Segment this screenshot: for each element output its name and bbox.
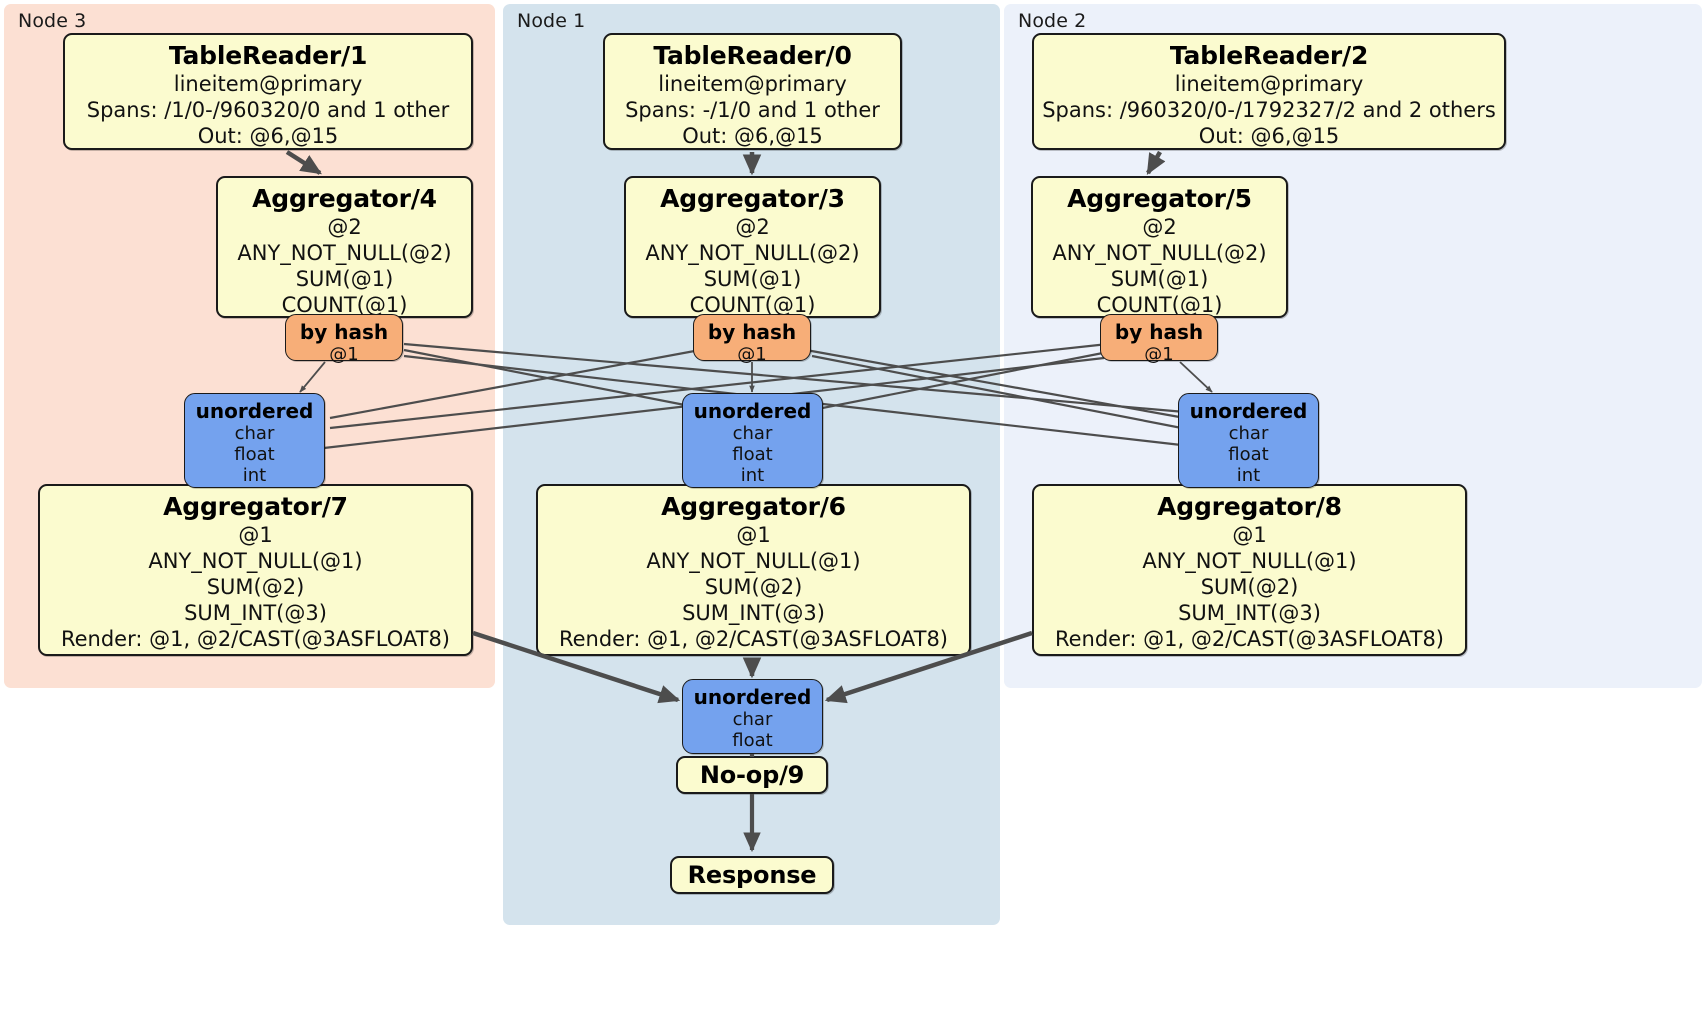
processor-title: Aggregator/8 [1157, 492, 1342, 521]
synchronizer-unordered-node3[interactable]: unordered char float int [184, 393, 325, 488]
processor-aggregator-7[interactable]: Aggregator/7 @1 ANY_NOT_NULL(@1) SUM(@2)… [38, 484, 473, 656]
processor-detail-line: SUM(@2) [206, 575, 305, 599]
processor-detail-line: lineitem@primary [173, 72, 363, 96]
processor-table-reader-0[interactable]: TableReader/0 lineitem@primary Spans: -/… [603, 33, 902, 150]
synchronizer-type-line: float [234, 444, 275, 465]
synchronizer-title: unordered [1189, 399, 1308, 423]
synchronizer-type-line: int [1236, 465, 1261, 486]
processor-title: TableReader/1 [168, 41, 368, 70]
router-detail-line: @1 [1144, 344, 1174, 365]
processor-aggregator-3[interactable]: Aggregator/3 @2 ANY_NOT_NULL(@2) SUM(@1)… [624, 176, 881, 318]
node-panel-label-node3: Node 3 [18, 10, 87, 32]
processor-detail-line: Out: @6,@15 [682, 124, 823, 148]
router-title: by hash [707, 320, 797, 344]
router-title: by hash [299, 320, 389, 344]
processor-detail-line: SUM(@1) [1110, 267, 1209, 291]
processor-title: Aggregator/5 [1067, 184, 1252, 213]
processor-render-line: Render: @1, @2/CAST(@3ASFLOAT8) [60, 627, 451, 651]
processor-detail-line: @1 [1232, 523, 1267, 547]
synchronizer-title: unordered [693, 685, 812, 709]
processor-detail-line: COUNT(@1) [689, 293, 816, 317]
processor-detail-line: lineitem@primary [1174, 72, 1364, 96]
synchronizer-title: unordered [195, 399, 314, 423]
synchronizer-type-line: char [1228, 423, 1269, 444]
synchronizer-type-line: int [242, 465, 267, 486]
processor-detail-line: @2 [327, 215, 362, 239]
node-panel-label-node1: Node 1 [517, 10, 586, 32]
processor-detail-line: SUM_INT(@3) [682, 601, 825, 625]
processor-title: Response [687, 861, 817, 889]
node-panel-label-node2: Node 2 [1018, 10, 1087, 32]
processor-aggregator-6[interactable]: Aggregator/6 @1 ANY_NOT_NULL(@1) SUM(@2)… [536, 484, 971, 656]
router-title: by hash [1114, 320, 1204, 344]
processor-detail-line: @2 [735, 215, 770, 239]
router-by-hash-node2[interactable]: by hash @1 [1100, 314, 1218, 365]
processor-table-reader-1[interactable]: TableReader/1 lineitem@primary Spans: /1… [63, 33, 473, 150]
processor-aggregator-8[interactable]: Aggregator/8 @1 ANY_NOT_NULL(@1) SUM(@2)… [1032, 484, 1467, 656]
processor-detail-line: Spans: -/1/0 and 1 other [625, 98, 880, 122]
processor-title: Aggregator/3 [660, 184, 845, 213]
processor-detail-line: SUM(@1) [295, 267, 394, 291]
processor-detail-line: SUM_INT(@3) [184, 601, 327, 625]
processor-table-reader-2[interactable]: TableReader/2 lineitem@primary Spans: /9… [1032, 33, 1506, 150]
processor-detail-line: @2 [1142, 215, 1177, 239]
processor-aggregator-5[interactable]: Aggregator/5 @2 ANY_NOT_NULL(@2) SUM(@1)… [1031, 176, 1288, 318]
processor-detail-line: SUM(@1) [703, 267, 802, 291]
processor-title: No-op/9 [699, 761, 805, 789]
router-by-hash-node1[interactable]: by hash @1 [693, 314, 811, 365]
processor-title: TableReader/0 [653, 41, 852, 70]
processor-detail-line: COUNT(@1) [1096, 293, 1223, 317]
processor-detail-line: @1 [238, 523, 273, 547]
router-detail-line: @1 [329, 344, 359, 365]
processor-render-line: Render: @1, @2/CAST(@3ASFLOAT8) [1054, 627, 1445, 651]
synchronizer-type-line: float [732, 730, 773, 751]
synchronizer-unordered-node2[interactable]: unordered char float int [1178, 393, 1319, 488]
processor-response[interactable]: Response [670, 856, 834, 894]
processor-title: TableReader/2 [1169, 41, 1369, 70]
processor-detail-line: ANY_NOT_NULL(@2) [645, 241, 860, 265]
processor-detail-line: SUM(@2) [1200, 575, 1299, 599]
processor-title: Aggregator/7 [163, 492, 348, 521]
processor-detail-line: lineitem@primary [658, 72, 847, 96]
processor-render-line: Render: @1, @2/CAST(@3ASFLOAT8) [558, 627, 949, 651]
router-detail-line: @1 [737, 344, 767, 365]
synchronizer-type-line: char [234, 423, 275, 444]
processor-title: Aggregator/6 [661, 492, 846, 521]
synchronizer-type-line: float [732, 444, 773, 465]
processor-detail-line: ANY_NOT_NULL(@2) [1052, 241, 1267, 265]
processor-detail-line: ANY_NOT_NULL(@2) [237, 241, 452, 265]
synchronizer-unordered-final[interactable]: unordered char float [682, 679, 823, 754]
processor-detail-line: Out: @6,@15 [1198, 124, 1340, 148]
synchronizer-type-line: char [732, 709, 773, 730]
synchronizer-type-line: float [1228, 444, 1269, 465]
processor-no-op-9[interactable]: No-op/9 [676, 756, 828, 794]
processor-detail-line: ANY_NOT_NULL(@1) [148, 549, 363, 573]
processor-detail-line: Out: @6,@15 [197, 124, 339, 148]
processor-detail-line: @1 [736, 523, 771, 547]
router-by-hash-node3[interactable]: by hash @1 [285, 314, 403, 365]
synchronizer-title: unordered [693, 399, 812, 423]
processor-title: Aggregator/4 [252, 184, 437, 213]
processor-detail-line: Spans: /1/0-/960320/0 and 1 other [86, 98, 450, 122]
processor-detail-line: COUNT(@1) [281, 293, 408, 317]
synchronizer-unordered-node1[interactable]: unordered char float int [682, 393, 823, 488]
synchronizer-type-line: char [732, 423, 773, 444]
processor-detail-line: SUM(@2) [704, 575, 803, 599]
processor-detail-line: Spans: /960320/0-/1792327/2 and 2 others [1042, 98, 1496, 122]
processor-detail-line: SUM_INT(@3) [1178, 601, 1321, 625]
processor-detail-line: ANY_NOT_NULL(@1) [1142, 549, 1357, 573]
synchronizer-type-line: int [740, 465, 765, 486]
processor-detail-line: ANY_NOT_NULL(@1) [646, 549, 861, 573]
processor-aggregator-4[interactable]: Aggregator/4 @2 ANY_NOT_NULL(@2) SUM(@1)… [216, 176, 473, 318]
